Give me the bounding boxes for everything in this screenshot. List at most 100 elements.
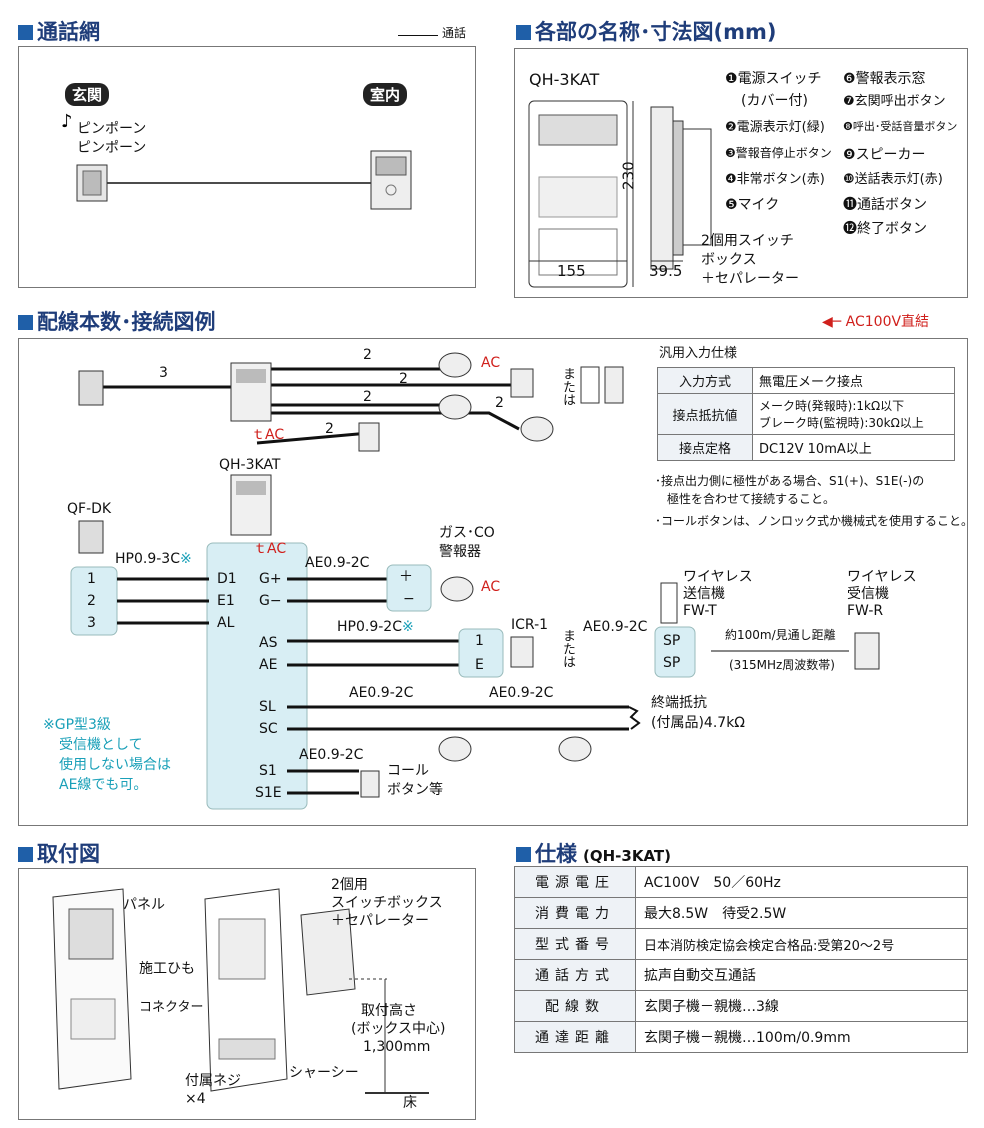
- parts-item: (カバー付): [741, 93, 808, 109]
- wl-rx-label-3: FW-R: [847, 603, 884, 619]
- table-row: 通話方式拡声自動交互通話: [514, 959, 968, 991]
- network-panel: ♪ 玄関 室内 ピンポーン ピンポーン: [18, 46, 476, 288]
- cable-label-ae2c: AE0.9-2C: [299, 747, 364, 763]
- terminal-label: SC: [259, 721, 278, 737]
- master-unit-icon: [230, 362, 272, 422]
- chime-text-2: ピンポーン: [77, 140, 147, 156]
- note-line: 極性を合わせて接続すること。: [655, 492, 836, 506]
- title-square-icon: [516, 847, 531, 862]
- terminal-label: 1: [87, 571, 96, 587]
- main-wires: [117, 577, 629, 795]
- parts-item: ❾スピーカー: [843, 147, 926, 163]
- note-line: ･コールボタンは、ノンロック式か機械式を使用すること。: [655, 514, 974, 528]
- receiver-icon: [854, 632, 880, 670]
- terminator-label-1: 終端抵抗: [651, 695, 707, 711]
- gp-note-4: AE線でも可。: [59, 777, 148, 793]
- arrow-left-icon: ◀─: [822, 314, 846, 330]
- wire-count: 2: [399, 371, 408, 387]
- panel-drawing: [52, 888, 132, 1090]
- height-label-1: 取付高さ: [361, 1003, 417, 1019]
- range-label-2: (315MHz周波数帯): [729, 658, 835, 672]
- terminal-label: 1: [475, 633, 484, 649]
- height-label-3: 1,300mm: [363, 1039, 431, 1055]
- terminal-label: D1: [217, 571, 237, 587]
- screws-label-2: ×4: [185, 1091, 206, 1107]
- note-line: ･接点出力側に極性がある場合、S1(+)、S1E(-)の: [655, 474, 925, 488]
- parts-item: ❿送話表示灯(赤): [843, 172, 943, 187]
- table-row: 型式番号日本消防検定協会検定合格品:受第20～2号: [514, 928, 968, 960]
- dim-depth: 39.5: [649, 262, 683, 280]
- cable-label-ae2c: AE0.9-2C: [583, 619, 648, 635]
- detector-icon: [438, 394, 472, 420]
- terminal-label: G+: [259, 571, 282, 587]
- entrance-unit-icon: [78, 370, 104, 406]
- spec-title: 仕様(QH-3KAT): [516, 838, 671, 868]
- connector-label: コネクター: [139, 1000, 204, 1015]
- chime-text-1: ピンポーン: [77, 121, 147, 137]
- title-square-icon: [18, 315, 33, 330]
- range-label-1: 約100m/見通し距離: [725, 628, 836, 642]
- mounting-diagram: [52, 888, 429, 1094]
- wiring-title: 配線本数･接続図例: [18, 306, 216, 336]
- wl-rx-label-1: ワイヤレス: [847, 569, 917, 585]
- wl-rx-label-2: 受信機: [847, 586, 889, 602]
- box-note-2: ボックス: [701, 252, 757, 268]
- terminal-label: E1: [217, 593, 235, 609]
- music-note-icon: ♪: [61, 111, 73, 132]
- wire-count: 2: [363, 347, 372, 363]
- entrance-badge: 玄関: [65, 83, 110, 106]
- terminal-label: AL: [217, 615, 235, 631]
- terminal-label: 3: [87, 615, 96, 631]
- switch-box-drawing: [300, 908, 356, 996]
- master-unit-icon: [230, 474, 272, 536]
- wire-count: 2: [363, 389, 372, 405]
- icr-terminal-block: [458, 628, 504, 678]
- box-note-3: ＋セパレーター: [701, 271, 799, 287]
- parts-item: ❼玄関呼出ボタン: [843, 94, 946, 109]
- cable-label-hp2c: HP0.9-2C※: [337, 619, 414, 635]
- title-square-icon: [18, 847, 33, 862]
- detector-icon: [558, 736, 592, 762]
- dim-width: 155: [557, 262, 586, 280]
- parts-diagram: [528, 100, 712, 288]
- front-view-drawing: [528, 100, 628, 288]
- wire-count: 2: [495, 395, 504, 411]
- parts-item: ❸警報音停止ボタン: [725, 146, 832, 160]
- parts-item: ❻警報表示窓: [843, 71, 926, 87]
- indoor-badge: 室内: [363, 83, 408, 106]
- terminal-label: AS: [259, 635, 278, 651]
- or-label: または: [559, 629, 575, 668]
- gas-label-2: 警報器: [439, 544, 481, 560]
- gas-detector-icon: [440, 576, 474, 602]
- cable-label-hp3c: HP0.9-3C※: [115, 551, 192, 567]
- table-row: 接点抵抗値メーク時(発報時):1kΩ以下ブレーク時(監視時):30kΩ以上: [657, 393, 955, 435]
- cable-label-ae2c: AE0.9-2C: [305, 555, 370, 571]
- terminal-label: SL: [259, 699, 276, 715]
- button-icon: [358, 422, 380, 452]
- general-spec-title: 汎用入力仕様: [659, 346, 738, 361]
- terminal-label: E: [475, 657, 484, 673]
- gp-note-2: 受信機として: [59, 737, 143, 753]
- terminal-label: SP: [663, 633, 681, 649]
- call-button-icon: [360, 770, 380, 798]
- floor-label: 床: [403, 1095, 417, 1111]
- network-diagram: ♪: [61, 111, 412, 210]
- parts-item: ⓫通話ボタン: [843, 197, 927, 213]
- parts-item: ❹非常ボタン(赤): [725, 172, 825, 187]
- call-label-1: コール: [387, 763, 429, 779]
- terminal-block: [206, 542, 308, 810]
- network-title: 通話網: [18, 16, 100, 46]
- icr-icon: [510, 636, 534, 668]
- string-label: 施工ひも: [139, 961, 195, 977]
- indoor-unit-icon: [370, 150, 412, 210]
- terminal-label: AE: [259, 657, 278, 673]
- gp-note-3: 使用しない場合は: [59, 757, 171, 773]
- parts-panel: QH-3KAT 230 155 39.5 2個用スイッチ ボックス ＋セパレータ…: [514, 48, 968, 298]
- ac-direct-note: ◀─ AC100V直結: [822, 314, 930, 330]
- wire-count: 3: [159, 365, 168, 381]
- box-label-1: 2個用: [331, 877, 368, 893]
- gas-terminal-block: [386, 564, 432, 612]
- qfdk-label: QF-DK: [67, 501, 112, 517]
- terminal-label: SP: [663, 655, 681, 671]
